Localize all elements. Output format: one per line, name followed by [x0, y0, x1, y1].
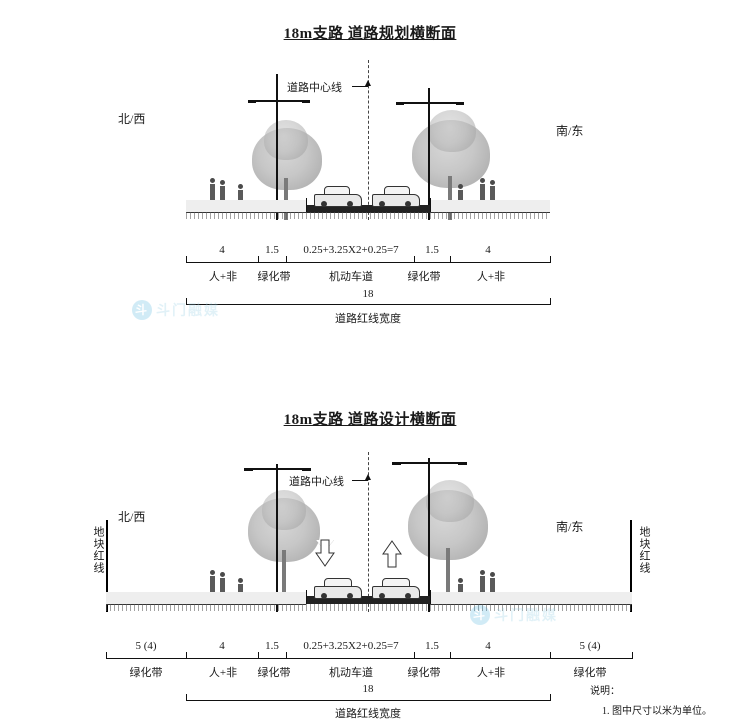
carriageway-surface-planning [306, 205, 430, 213]
center-line-label-design: 道路中心线 [289, 476, 344, 488]
usage-label-0-design: 绿化带 [129, 667, 163, 679]
section-planning-title: 18m支路 道路规划横断面 [283, 26, 457, 42]
usage-label-5-design: 人+非 [476, 667, 506, 679]
dimension-value-2-design: 1.5 [265, 640, 279, 652]
usage-label-4-design: 绿化带 [407, 667, 441, 679]
dimension-value-1-planning: 1.5 [265, 244, 279, 256]
total-width-planning: 18 [362, 288, 374, 300]
orientation-right-planning: 南/东 [556, 124, 584, 138]
section-planning: 18m支路 道路规划横断面 道路中心线 北/西 南/东 [0, 0, 736, 350]
notes-heading: 说明： [590, 686, 620, 697]
usage-label-3-planning: 绿化带 [407, 271, 441, 283]
center-line-label-planning: 道路中心线 [287, 82, 342, 94]
total-label-planning: 道路红线宽度 [335, 313, 401, 325]
tree-right-planning [412, 110, 490, 220]
dimension-line-design [106, 658, 632, 659]
watermark-bottom: 斗 斗门融媒 [470, 605, 558, 625]
center-line-planning [368, 60, 369, 220]
car-left-design [314, 578, 362, 600]
carriageway-surface-design [306, 596, 430, 604]
usage-label-1-design: 人+非 [208, 667, 238, 679]
total-label-design: 道路红线宽度 [335, 708, 401, 720]
car-right-planning [372, 186, 420, 208]
dimension-value-6-design: 5 (4) [579, 640, 601, 652]
section-design-title: 18m支路 道路设计横断面 [283, 412, 457, 428]
center-line-leader-design [352, 480, 368, 481]
dimension-value-4-planning: 4 [485, 244, 491, 256]
watermark-text-2: 斗门融媒 [494, 607, 558, 623]
watermark-logo-icon-2: 斗 [470, 605, 490, 625]
center-line-arrow-design-icon [365, 474, 371, 480]
car-right-design [372, 578, 420, 600]
usage-label-3-design: 机动车道 [329, 667, 373, 679]
car-left-planning [314, 186, 362, 208]
watermark-top: 斗 斗门融媒 [132, 300, 220, 320]
total-width-design: 18 [362, 683, 374, 695]
usage-label-2-planning: 机动车道 [329, 271, 373, 283]
orientation-right-design: 南/东 [556, 520, 584, 534]
center-line-leader [352, 86, 368, 87]
dimension-value-2-planning: 0.25+3.25X2+0.25=7 [303, 244, 399, 256]
dimension-value-5-design: 4 [485, 640, 491, 652]
usage-label-2-design: 绿化带 [257, 667, 291, 679]
notes-item-0: 1. 图中尺寸以米为单位。 [602, 706, 712, 717]
orientation-left-design: 北/西 [118, 510, 146, 524]
watermark-text: 斗门融媒 [156, 302, 220, 318]
ground-hatch-planning [186, 212, 550, 219]
tree-left-design [248, 490, 320, 600]
dimension-value-0-planning: 4 [219, 244, 225, 256]
total-dimension-line-planning [186, 304, 550, 305]
usage-label-4-planning: 人+非 [476, 271, 506, 283]
dimension-value-3-planning: 1.5 [425, 244, 439, 256]
orientation-left-planning: 北/西 [118, 112, 146, 126]
section-design: 18m支路 道路设计横断面 道路中心线 北/西 南/东 地块红线 地块红线 [0, 380, 736, 728]
usage-label-1-planning: 绿化带 [257, 271, 291, 283]
dimension-value-4-design: 1.5 [425, 640, 439, 652]
plot-boundary-label-right: 地块红线 [638, 526, 650, 574]
dimension-value-3-design: 0.25+3.25X2+0.25=7 [303, 640, 399, 652]
tree-left-planning [252, 120, 322, 220]
usage-label-6-design: 绿化带 [573, 667, 607, 679]
watermark-logo-icon: 斗 [132, 300, 152, 320]
plot-boundary-right-design [630, 520, 632, 612]
plot-boundary-label-left: 地块红线 [92, 526, 104, 574]
ground-hatch-design [106, 604, 632, 611]
total-dimension-line-design [186, 700, 550, 701]
dimension-value-0-design: 5 (4) [135, 640, 157, 652]
tree-right-design [408, 480, 488, 600]
plot-boundary-left-design [106, 520, 108, 612]
center-line-design [368, 452, 369, 612]
dimension-line-planning [186, 262, 550, 263]
dimension-value-1-design: 4 [219, 640, 225, 652]
usage-label-0-planning: 人+非 [208, 271, 238, 283]
center-line-arrow-icon [365, 80, 371, 86]
